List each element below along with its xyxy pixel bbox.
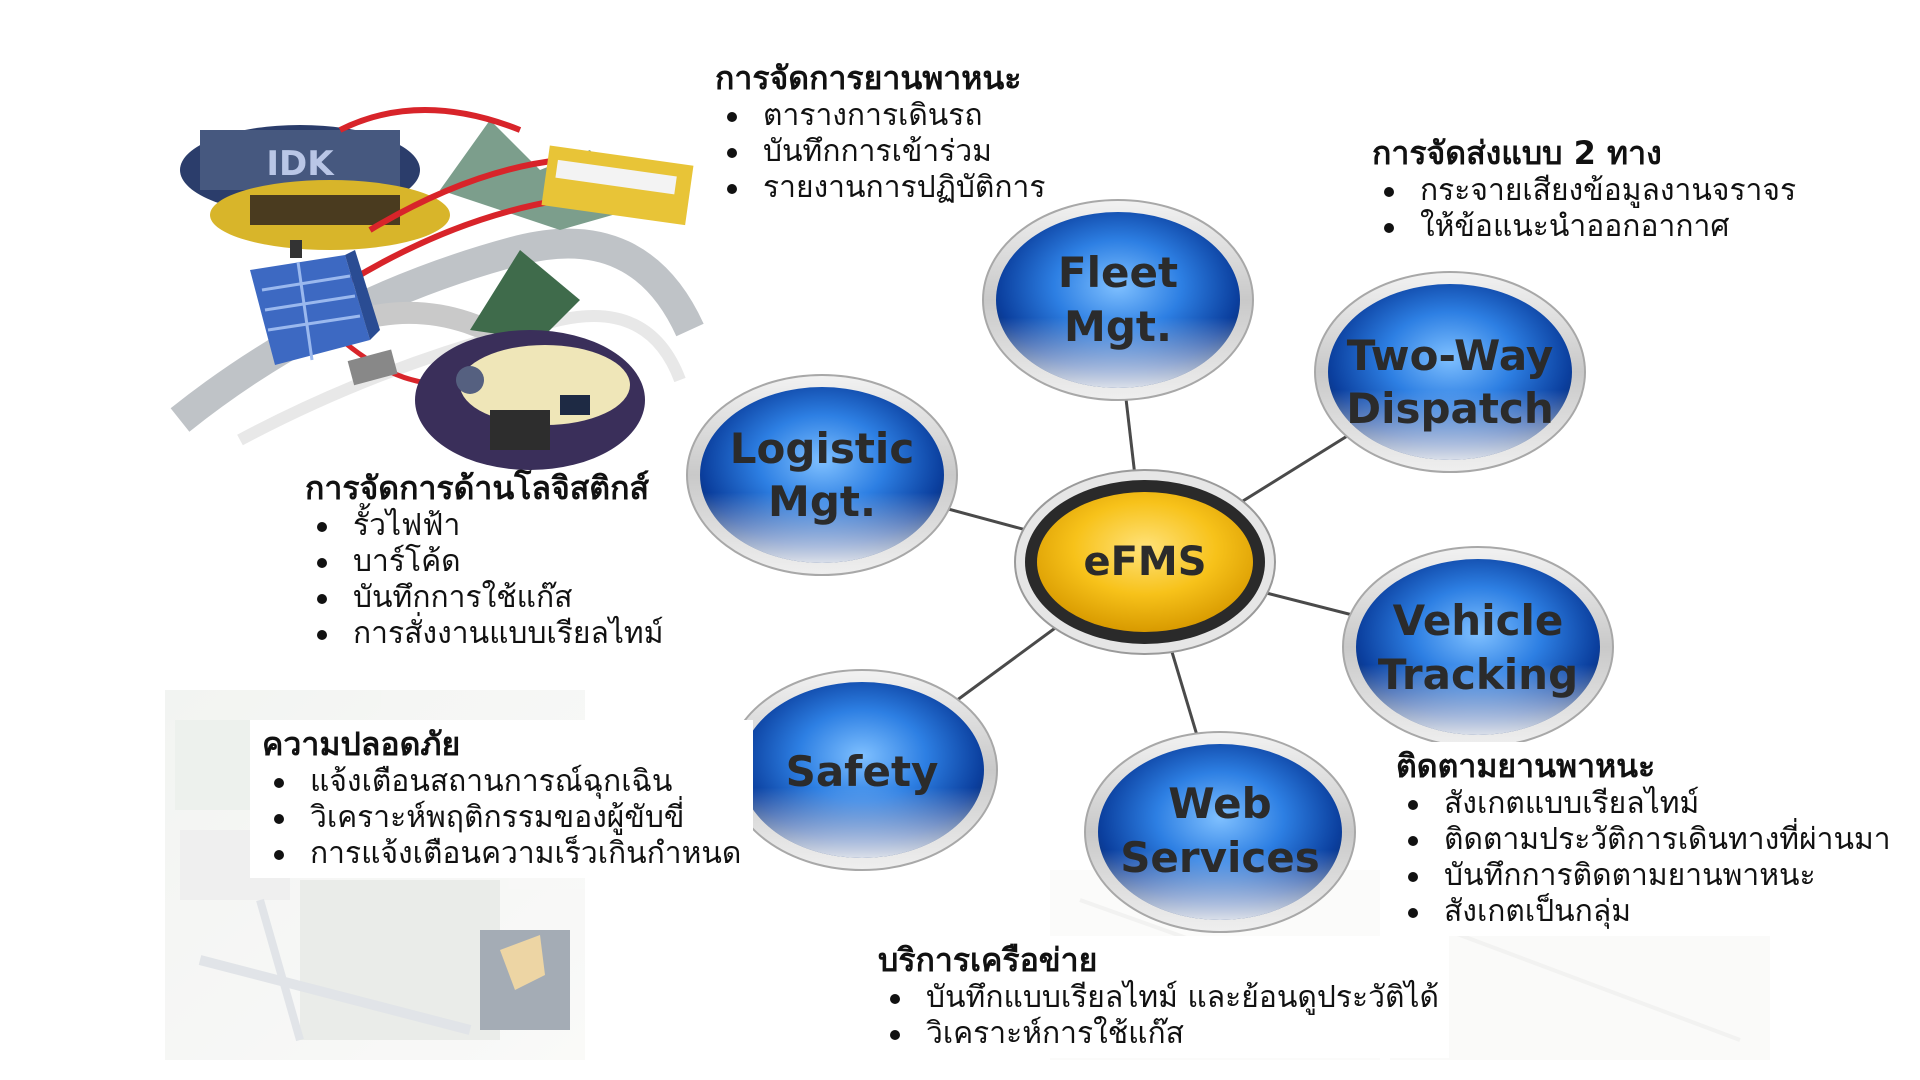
list-item: กระจายเสียงข้อมูลงานจราจร bbox=[1384, 173, 1796, 209]
bullet-icon bbox=[317, 522, 327, 532]
block-vehicle-tracking: ติดตามยานพาหนะ สังเกตแบบเรียลไทม์ ติดตาม… bbox=[1388, 742, 1901, 936]
node-fleet: Fleet Mgt. bbox=[982, 199, 1254, 401]
block-twoway-heading: การจัดส่งแบบ 2 ทาง bbox=[1372, 134, 1662, 172]
node-logistic-line2: Mgt. bbox=[768, 477, 876, 526]
list-item: รายงานการปฏิบัติการ bbox=[727, 170, 1046, 206]
list-item: บันทึกแบบเรียลไทม์ และย้อนดูประวัติได้ bbox=[890, 980, 1439, 1016]
list-item: ให้ข้อแนะนำออกอากาศ bbox=[1384, 209, 1796, 245]
bullet-icon bbox=[1408, 872, 1418, 882]
block-twoway-list: กระจายเสียงข้อมูลงานจราจร ให้ข้อแนะนำออก… bbox=[1372, 173, 1796, 245]
block-network-services: บริการเครือข่าย บันทึกแบบเรียลไทม์ และย้… bbox=[868, 936, 1450, 1058]
center-label: eFMS bbox=[1083, 539, 1206, 585]
fleet-scene-illustration: IDK bbox=[170, 107, 704, 470]
bullet-icon bbox=[274, 778, 284, 788]
node-logistic: Logistic Mgt. bbox=[686, 374, 958, 576]
block-safety-heading: ความปลอดภัย bbox=[262, 725, 461, 763]
svg-text:IDK: IDK bbox=[266, 144, 335, 184]
block-logistics-heading: การจัดการด้านโลจิสติกส์ bbox=[305, 469, 649, 507]
list-item: แจ้งเตือนสถานการณ์ฉุกเฉิน bbox=[274, 764, 741, 800]
node-safety-line1: Safety bbox=[786, 747, 939, 796]
node-vehicle-line1: Vehicle bbox=[1393, 596, 1564, 645]
node-fleet-line1: Fleet bbox=[1058, 248, 1178, 297]
bullet-icon bbox=[317, 630, 327, 640]
list-item: รั้วไฟฟ้า bbox=[317, 508, 663, 544]
bullet-icon bbox=[1408, 908, 1418, 918]
bullet-icon bbox=[317, 558, 327, 568]
list-item: การแจ้งเตือนความเร็วเกินกำหนด bbox=[274, 836, 741, 872]
block-network-list: บันทึกแบบเรียลไทม์ และย้อนดูประวัติได้ ว… bbox=[878, 980, 1439, 1052]
center-hub: eFMS bbox=[1014, 469, 1276, 655]
block-fleet-list: ตารางการเดินรถ บันทึกการเข้าร่วม รายงานก… bbox=[715, 98, 1046, 206]
block-logistics: การจัดการด้านโลจิสติกส์ รั้วไฟฟ้า บาร์โค… bbox=[305, 468, 663, 652]
block-logistics-list: รั้วไฟฟ้า บาร์โค้ด บันทึกการใช้แก๊ส การส… bbox=[305, 508, 663, 652]
node-web: Web Services bbox=[1084, 731, 1356, 933]
block-fleet-management: การจัดการยานพาหนะ ตารางการเดินรถ บันทึกก… bbox=[715, 58, 1046, 206]
node-web-line1: Web bbox=[1168, 779, 1271, 828]
node-twoway-line2: Dispatch bbox=[1346, 384, 1554, 433]
block-fleet-heading: การจัดการยานพาหนะ bbox=[715, 59, 1022, 97]
bullet-icon bbox=[1384, 187, 1394, 197]
node-logistic-line1: Logistic bbox=[730, 424, 914, 473]
node-twoway-line1: Two-Way bbox=[1347, 331, 1554, 380]
node-twoway: Two-Way Dispatch bbox=[1314, 271, 1586, 473]
list-item: สังเกตเป็นกลุ่ม bbox=[1408, 894, 1891, 930]
list-item: บาร์โค้ด bbox=[317, 544, 663, 580]
node-vehicle: Vehicle Tracking bbox=[1342, 546, 1614, 748]
list-item: การสั่งงานแบบเรียลไทม์ bbox=[317, 616, 663, 652]
list-item: วิเคราะห์การใช้แก๊ส bbox=[890, 1016, 1439, 1052]
bullet-icon bbox=[274, 814, 284, 824]
block-tracking-heading: ติดตามยานพาหนะ bbox=[1396, 747, 1656, 785]
list-item: วิเคราะห์พฤติกรรมของผู้ขับขี่ bbox=[274, 800, 741, 836]
bullet-icon bbox=[890, 1030, 900, 1040]
list-item: บันทึกการติดตามยานพาหนะ bbox=[1408, 858, 1891, 894]
list-item: ติดตามประวัติการเดินทางที่ผ่านมา bbox=[1408, 822, 1891, 858]
block-two-way-dispatch: การจัดส่งแบบ 2 ทาง กระจายเสียงข้อมูลงานจ… bbox=[1372, 133, 1796, 245]
bullet-icon bbox=[274, 850, 284, 860]
bullet-icon bbox=[317, 594, 327, 604]
node-web-line2: Services bbox=[1120, 833, 1320, 882]
bullet-icon bbox=[1408, 836, 1418, 846]
node-fleet-line2: Mgt. bbox=[1064, 302, 1172, 351]
bullet-icon bbox=[1384, 223, 1394, 233]
block-safety: ความปลอดภัย แจ้งเตือนสถานการณ์ฉุกเฉิน วิ… bbox=[250, 720, 754, 878]
bullet-icon bbox=[727, 148, 737, 158]
list-item: บันทึกการใช้แก๊ส bbox=[317, 580, 663, 616]
list-item: สังเกตแบบเรียลไทม์ bbox=[1408, 786, 1891, 822]
node-vehicle-line2: Tracking bbox=[1378, 650, 1578, 699]
list-item: บันทึกการเข้าร่วม bbox=[727, 134, 1046, 170]
block-tracking-list: สังเกตแบบเรียลไทม์ ติดตามประวัติการเดินท… bbox=[1396, 786, 1891, 930]
block-safety-list: แจ้งเตือนสถานการณ์ฉุกเฉิน วิเคราะห์พฤติก… bbox=[262, 764, 741, 872]
block-network-heading: บริการเครือข่าย bbox=[878, 941, 1098, 979]
node-safety: Safety bbox=[726, 669, 998, 871]
list-item: ตารางการเดินรถ bbox=[727, 98, 1046, 134]
bullet-icon bbox=[727, 112, 737, 122]
bullet-icon bbox=[1408, 800, 1418, 810]
bullet-icon bbox=[727, 184, 737, 194]
bullet-icon bbox=[890, 994, 900, 1004]
